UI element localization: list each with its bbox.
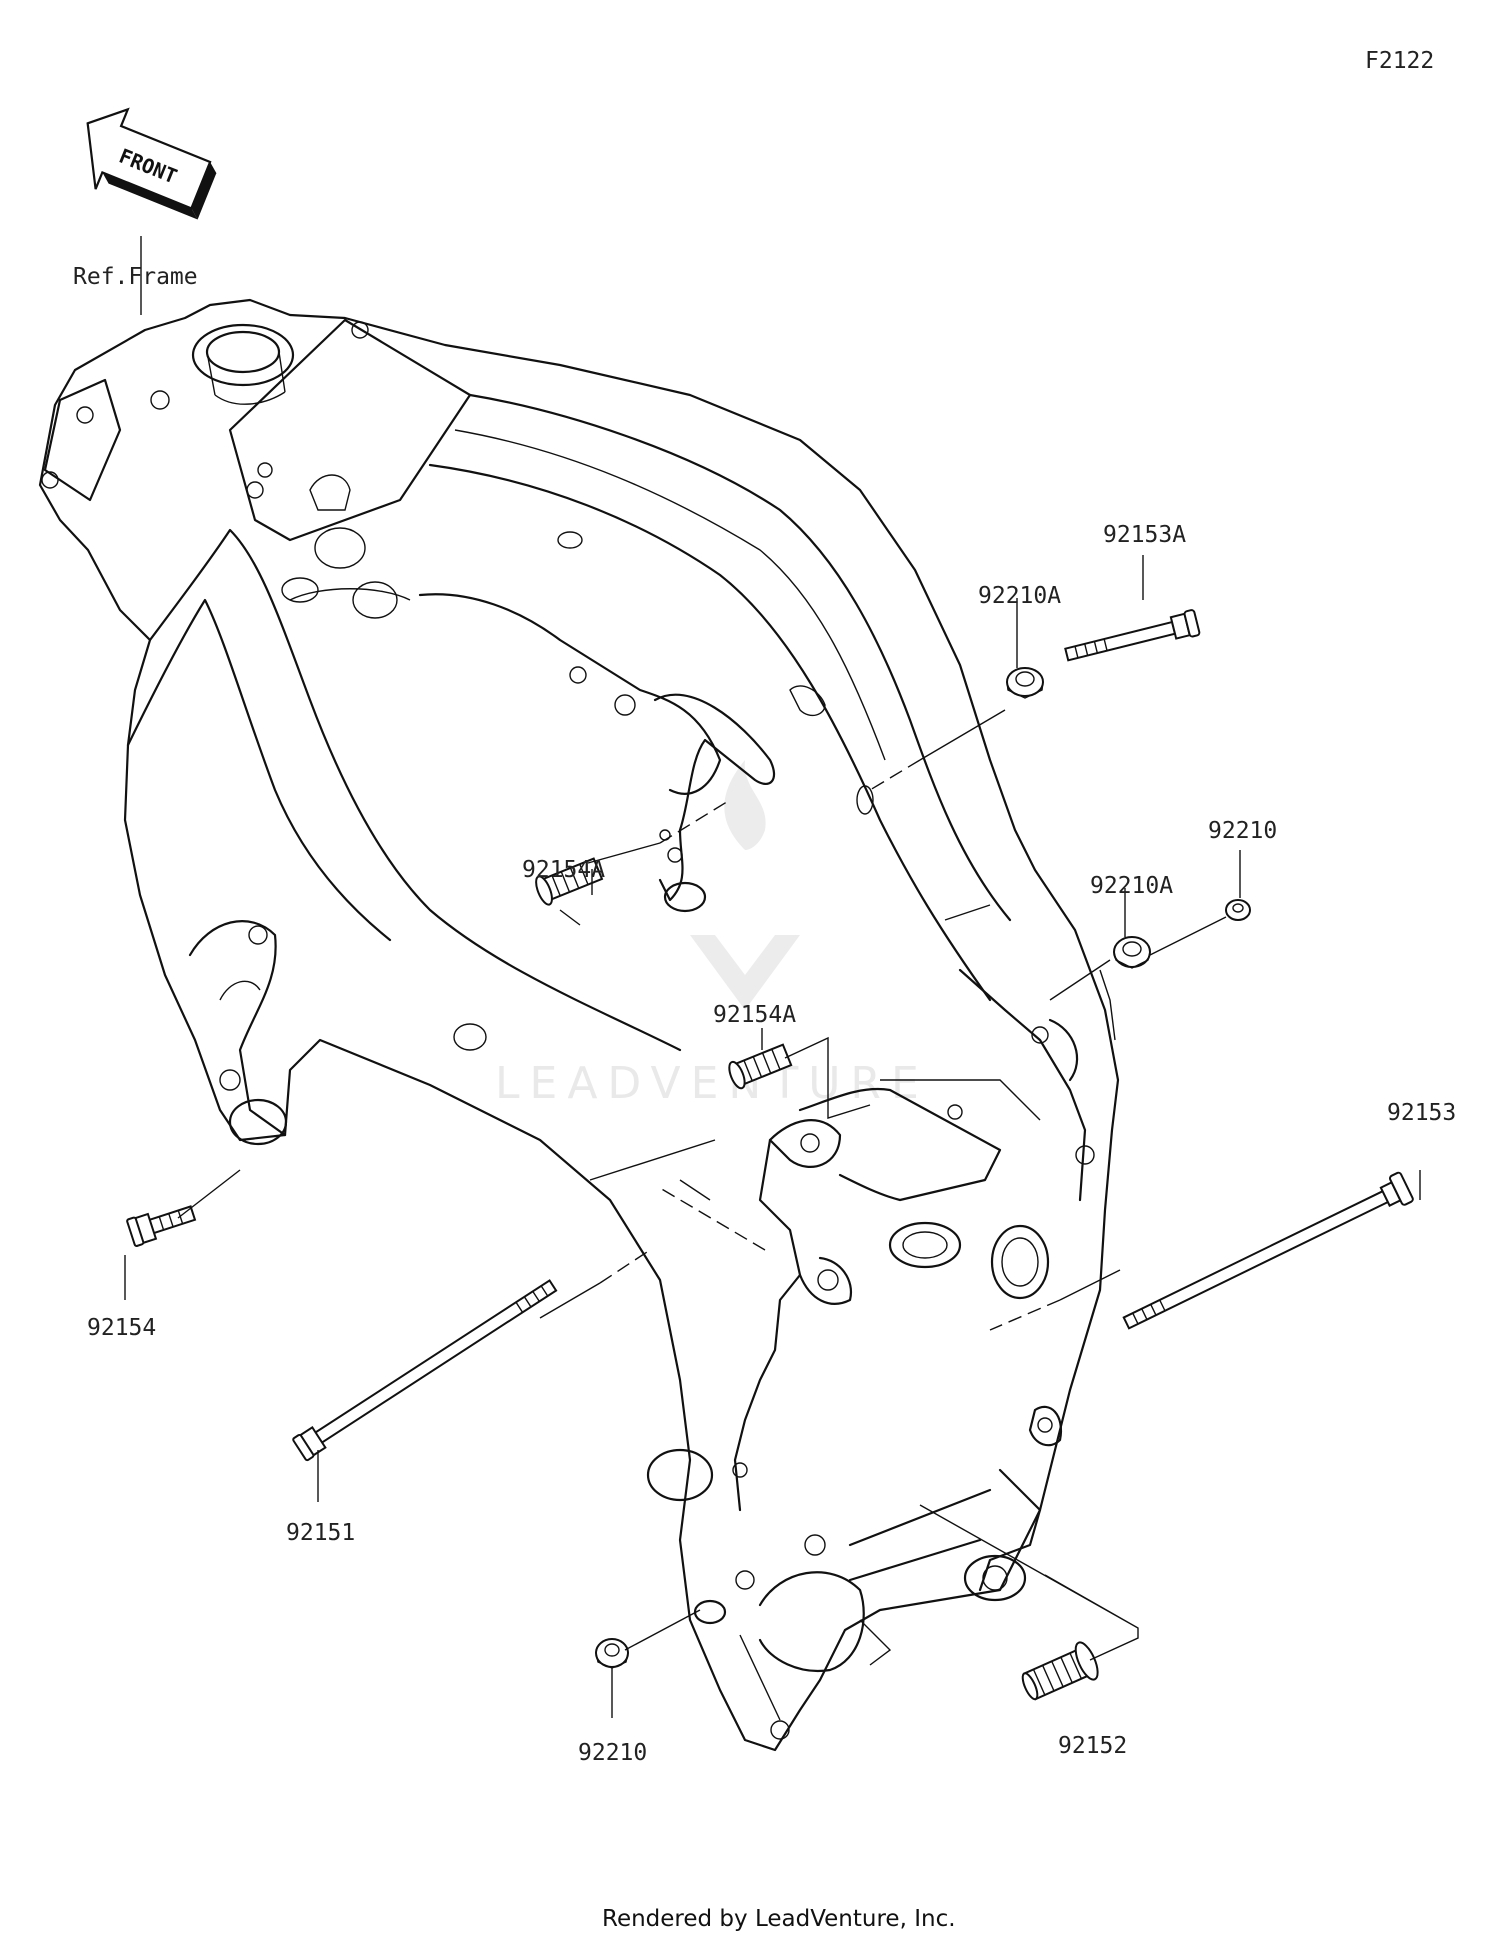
collar-92154A-top [535,857,604,906]
label-92154: 92154 [87,1315,156,1341]
label-92151: 92151 [286,1520,355,1546]
footer-credit: Rendered by LeadVenture, Inc. [602,1906,956,1932]
bolt-92153A [1064,609,1201,662]
label-92153: 92153 [1387,1100,1456,1126]
bushing-92152 [1021,1641,1099,1701]
nut-92210-bottom [595,1638,629,1669]
label-92154A-top: 92154A [522,857,605,883]
motorcycle-frame [38,298,1120,1752]
bolt-92154 [126,1205,197,1247]
watermark-text: LEADVENTURE [495,1058,929,1109]
ref-frame-label: Ref.Frame [73,264,198,290]
figure-code: F2122 [1365,48,1434,74]
label-92210-right: 92210 [1208,818,1277,844]
label-92154A-mid: 92154A [713,1002,796,1028]
label-92210-bottom: 92210 [578,1740,647,1766]
label-92210A-top: 92210A [978,583,1061,609]
label-92153A: 92153A [1103,522,1186,548]
bolt-92153 [1122,1171,1414,1330]
watermark-logo: LEADVENTURE [495,760,929,1109]
nut-92210-right [1225,899,1251,921]
leader-lines [124,236,1421,1718]
label-92152: 92152 [1058,1733,1127,1759]
collar-92154A-mid [728,1043,793,1090]
bolt-92151 [292,1279,558,1462]
nut-92210A-top [1006,667,1044,699]
label-92210A-mid: 92210A [1090,873,1173,899]
nut-92210A-mid [1113,936,1151,969]
front-arrow-icon: FRONT [86,107,217,220]
